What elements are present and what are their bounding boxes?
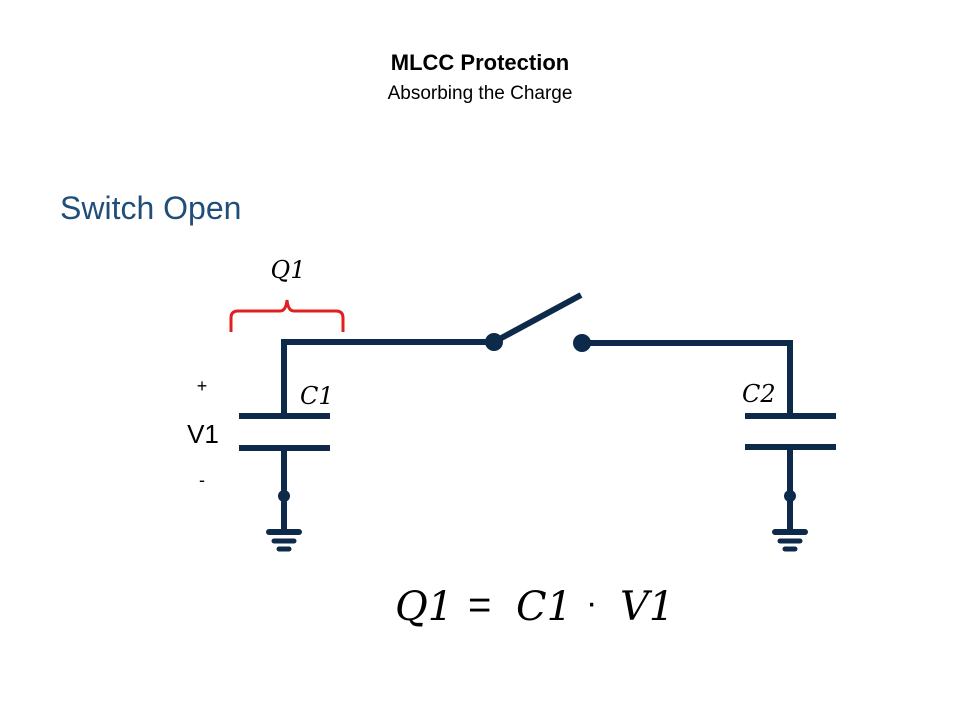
slide-subtitle: Absorbing the Charge (387, 83, 573, 104)
wire-right (582, 340, 793, 415)
voltage-label: V1 (187, 419, 219, 449)
equation-term2: V1 (620, 584, 674, 630)
equation: Q1 = C1 · V1 (395, 583, 674, 630)
voltage-plus: + (197, 376, 208, 396)
equation-term1: C1 (516, 584, 572, 630)
ground-icon (266, 529, 302, 552)
equation-lhs: Q1 (395, 584, 453, 630)
cap2-node (784, 490, 796, 502)
cap1-label: C1 (300, 382, 334, 410)
equation-equals: = (468, 583, 491, 627)
cap1-node (278, 490, 290, 502)
switch-blade (492, 292, 583, 345)
section-heading: Switch Open (60, 190, 242, 226)
wire-left (281, 339, 494, 415)
slide-title: MLCC Protection (390, 50, 570, 75)
charge-brace (229, 299, 345, 332)
charge-label: Q1 (271, 256, 306, 284)
equation-dot: · (586, 584, 597, 622)
cap2-label: C2 (742, 380, 776, 408)
voltage-minus: - (199, 470, 205, 490)
ground-icon (772, 529, 808, 552)
